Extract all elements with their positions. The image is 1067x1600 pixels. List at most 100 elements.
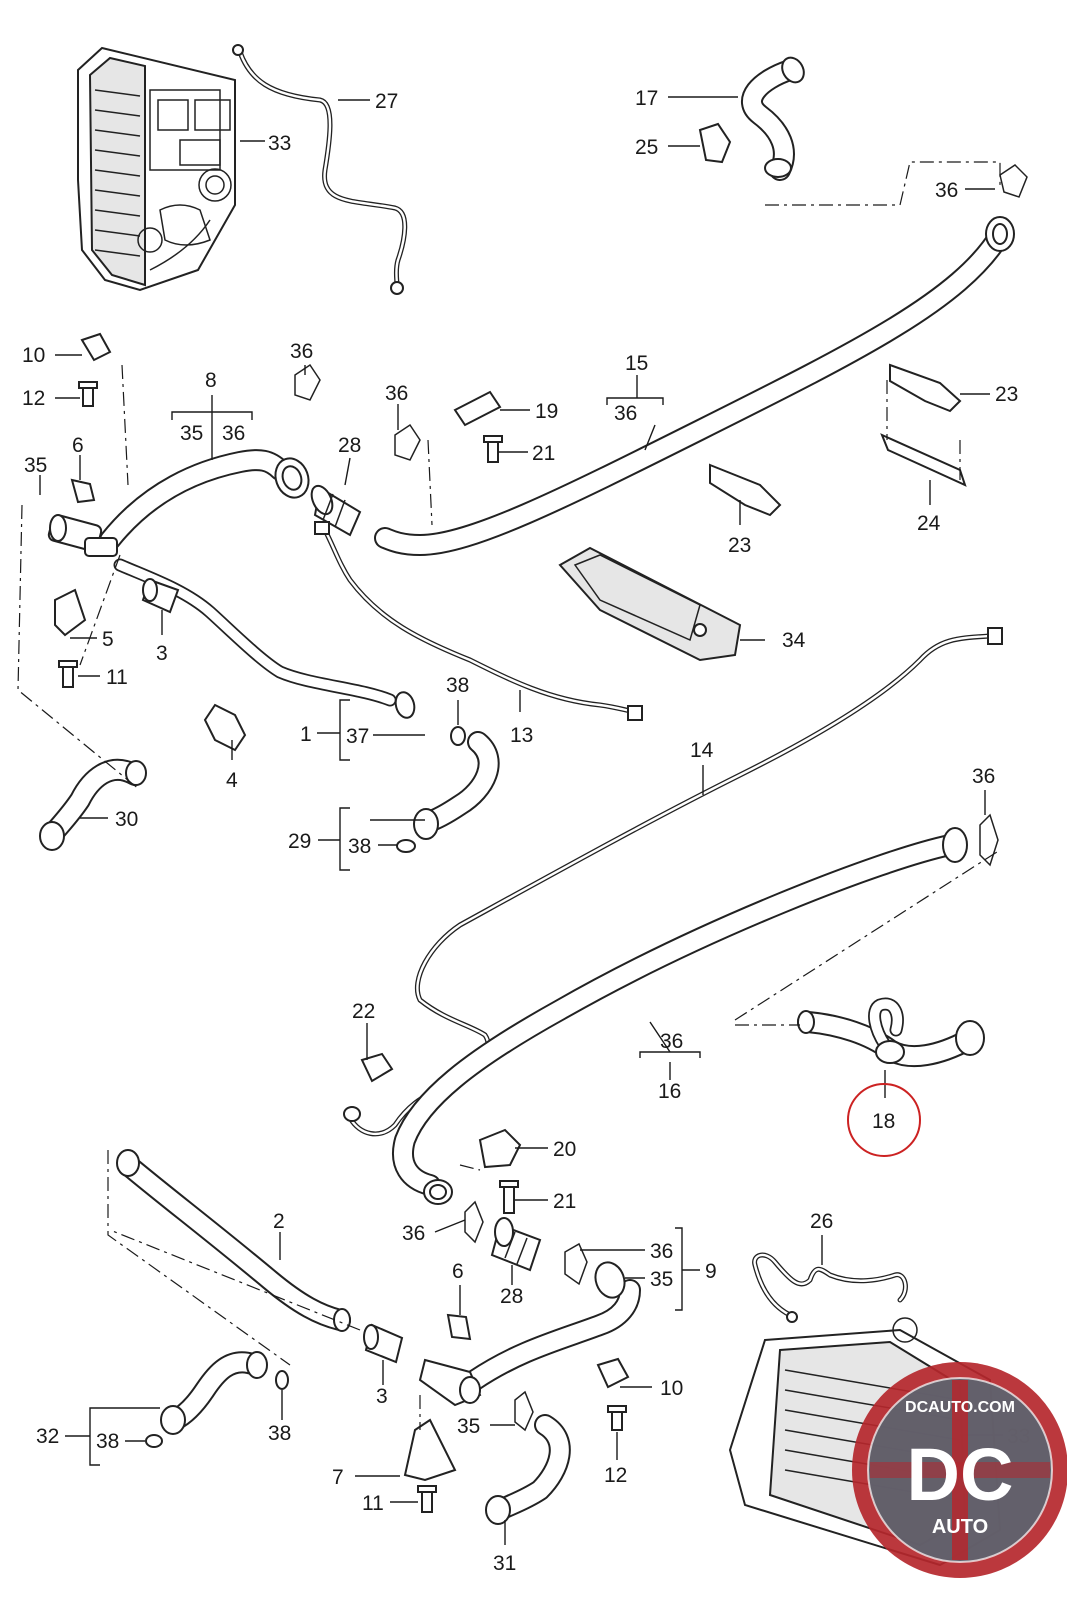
callout-38-mid: 38 (348, 835, 371, 858)
bracket-7 (403, 1418, 457, 1482)
clip-23-right (889, 363, 962, 413)
callout-28-bottom: 28 (500, 1285, 523, 1308)
callout-9: 9 (705, 1260, 717, 1283)
callout-1: 1 (300, 723, 312, 746)
oring-38-a (450, 726, 466, 746)
callout-36-right-mid: 36 (972, 765, 995, 788)
callout-30: 30 (115, 808, 138, 831)
clip-5 (54, 588, 87, 637)
screw-11-top (58, 660, 78, 688)
callout-10-top: 10 (22, 344, 45, 367)
hose-32 (160, 1351, 268, 1435)
callout-36-gasket-a: 36 (290, 340, 313, 363)
clip-20 (478, 1128, 522, 1169)
callout-36-bottom-left: 36 (402, 1222, 425, 1245)
callout-22: 22 (352, 1000, 375, 1023)
bracket-34 (558, 546, 742, 662)
hose-17 (741, 56, 805, 181)
dcauto-watermark: DCAUTO.COM DC AUTO (852, 1362, 1067, 1578)
callout-5: 5 (102, 628, 114, 651)
hose-31 (485, 1414, 571, 1525)
coolant-pipe-15 (374, 216, 1015, 556)
callout-16: 16 (658, 1080, 681, 1103)
callout-14: 14 (690, 739, 714, 762)
callout-24: 24 (917, 512, 941, 535)
callout-35-under-8: 35 (180, 422, 203, 445)
callout-18: 18 (872, 1110, 895, 1133)
wire-13 (314, 521, 643, 721)
callout-32: 32 (36, 1425, 59, 1448)
screw-11-bottom (417, 1485, 437, 1513)
gasket-36-f (564, 1242, 588, 1286)
callout-10-bottom: 10 (660, 1377, 683, 1400)
oring-38-d (145, 1434, 163, 1448)
callout-7: 7 (332, 1466, 344, 1489)
gasket-35 (514, 1390, 534, 1432)
callout-26: 26 (810, 1210, 833, 1233)
clip-10-bottom (596, 1357, 630, 1389)
callout-15: 15 (625, 352, 648, 375)
callout-20: 20 (553, 1138, 576, 1161)
callout-29: 29 (288, 830, 311, 853)
pipe-2 (116, 1149, 351, 1332)
callout-28-top: 28 (338, 434, 361, 457)
callout-27: 27 (375, 90, 398, 113)
callout-6-top: 6 (72, 434, 84, 457)
watermark-sub: AUTO (932, 1516, 988, 1538)
watermark-url: DCAUTO.COM (905, 1399, 1015, 1416)
callout-2: 2 (273, 1210, 285, 1233)
callout-36-gasket-b: 36 (385, 382, 408, 405)
hose-9 (464, 1261, 641, 1391)
sleeve-3-bottom (363, 1323, 404, 1364)
connector-bottom (418, 1358, 482, 1407)
dashed-leaders (17, 161, 1001, 1430)
watermark-logo: DC (907, 1433, 1014, 1516)
callout-3-bottom: 3 (376, 1385, 388, 1408)
gasket-36-e (464, 1200, 484, 1244)
callout-21-bottom: 21 (553, 1190, 576, 1213)
callout-25: 25 (635, 136, 658, 159)
callout-4: 4 (226, 769, 238, 792)
hose-8 (99, 449, 310, 551)
callout-12-top: 12 (22, 387, 45, 410)
callout-19: 19 (535, 400, 558, 423)
clip-23-mid (709, 463, 782, 517)
callout-38-top: 38 (446, 674, 469, 697)
callout-8: 8 (205, 369, 217, 392)
callout-37: 37 (346, 725, 369, 748)
screw-12-bottom (607, 1405, 627, 1431)
clip-10-top (80, 332, 112, 362)
oring-38-b (396, 839, 416, 853)
callout-13: 13 (510, 724, 533, 747)
hose-29 (413, 731, 500, 840)
clip-4 (203, 703, 247, 752)
callout-labels: 27 33 17 25 36 10 12 8 35 36 36 36 19 21… (22, 87, 1030, 1575)
callout-11-bottom: 11 (362, 1492, 384, 1515)
callout-31: 31 (493, 1552, 516, 1575)
wire-harness-27 (232, 44, 408, 295)
callout-36-top-right: 36 (935, 179, 958, 202)
gasket-36-a (294, 363, 321, 401)
callout-36-under-9: 36 (650, 1240, 673, 1263)
callout-leader-lines (39, 96, 1003, 1545)
wire-26 (752, 1252, 908, 1323)
callout-35-bottom: 35 (457, 1415, 480, 1438)
callout-11-top: 11 (106, 666, 128, 689)
callout-3-top: 3 (156, 642, 168, 665)
callout-34: 34 (782, 629, 806, 652)
callout-35-left: 35 (24, 454, 47, 477)
hose-18 (797, 997, 985, 1067)
screw-21-bottom (499, 1180, 519, 1214)
callout-36-under-15: 36 (614, 402, 637, 425)
coolant-pipe-16 (392, 827, 968, 1205)
screw-12-top (78, 381, 98, 407)
clip-22 (360, 1052, 394, 1083)
sleeve-3-top (141, 578, 180, 614)
gasket-36-c (999, 164, 1028, 198)
clip-6-top (70, 478, 96, 504)
callout-38-bottom-left: 38 (96, 1430, 119, 1453)
callout-23-right: 23 (995, 383, 1018, 406)
connector-left-top (47, 514, 118, 557)
hose-30 (39, 758, 147, 851)
callout-23-mid: 23 (728, 534, 751, 557)
